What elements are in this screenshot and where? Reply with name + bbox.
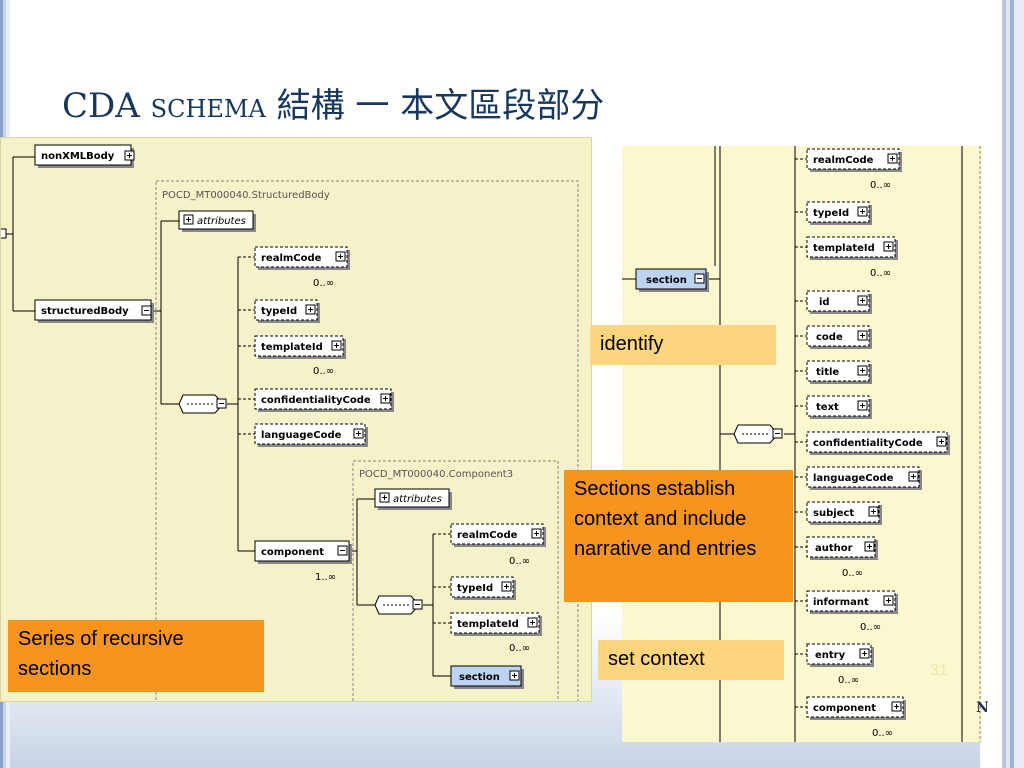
section-realmcode-label: realmCode xyxy=(813,155,874,166)
section-languagecode-label: languageCode xyxy=(813,473,894,484)
section-realmcode-cardinality: 0..∞ xyxy=(870,180,891,191)
section-label: section xyxy=(646,275,687,286)
component-templateid-label: templateId xyxy=(457,619,519,630)
section-author-label: author xyxy=(815,543,853,554)
element-section[interactable]: section xyxy=(635,268,709,292)
section-typeid-label: typeId xyxy=(813,208,849,219)
section-author-cardinality: 0..∞ xyxy=(842,568,863,579)
element-typeid[interactable]: typeId xyxy=(254,299,320,323)
callout-sections-establish: Sections establish context and include n… xyxy=(564,470,793,602)
section-sequence-icon[interactable] xyxy=(733,424,783,444)
component-attributes-group[interactable]: attributes xyxy=(374,488,452,510)
section-element-confidentialitycode[interactable]: confidentialityCode xyxy=(806,431,950,455)
section-title-label: title xyxy=(816,367,839,378)
element-languagecode[interactable]: languageCode xyxy=(254,423,368,447)
page-number: 31 xyxy=(930,662,948,679)
section-element-text[interactable]: text xyxy=(806,395,872,419)
section-entry-label: entry xyxy=(815,650,846,661)
component-realmcode-label: realmCode xyxy=(457,530,518,541)
confidentialitycode-label: confidentialityCode xyxy=(261,395,371,406)
element-structuredbody[interactable]: structuredBody xyxy=(34,299,154,323)
section-element-informant[interactable]: informant 0..∞ xyxy=(806,590,898,633)
sequence-compositor-icon[interactable] xyxy=(178,394,227,414)
attributes-label: attributes xyxy=(197,216,246,227)
callout-identify: identify xyxy=(590,325,776,365)
component-element-typeid[interactable]: typeId xyxy=(450,576,516,600)
title-main: CDA xyxy=(62,86,151,126)
section-element-component[interactable]: component 0..∞ xyxy=(806,696,906,739)
section-element-subject[interactable]: subject xyxy=(806,501,882,525)
title-small: SCHEMA xyxy=(150,95,266,123)
corner-logo-mark: N xyxy=(976,700,989,716)
section-element-author[interactable]: author 0..∞ xyxy=(806,536,878,579)
nonxmlbody-label: nonXMLBody xyxy=(41,151,115,162)
section-confidentialitycode-label: confidentialityCode xyxy=(813,438,923,449)
section-element-title[interactable]: title xyxy=(806,360,872,384)
typeid-label: typeId xyxy=(261,306,297,317)
section-svg: section realmCode 0..∞ typeId templateId… xyxy=(622,146,981,742)
component-attributes-label: attributes xyxy=(393,494,442,505)
section-element-code[interactable]: code xyxy=(806,325,872,349)
component-realmcode-cardinality: 0..∞ xyxy=(509,556,530,567)
section-subject-label: subject xyxy=(813,508,854,519)
section-element-id[interactable]: id xyxy=(806,290,872,314)
templateid-cardinality: 0..∞ xyxy=(313,366,334,377)
callout-recursive-sections: Series of recursive sections xyxy=(8,620,264,692)
structured-body-diagram: nonXMLBody POCD_MT000040.StructuredBody … xyxy=(0,137,592,702)
callout-set-context: set context xyxy=(598,640,784,680)
component-section-label: section xyxy=(459,672,500,683)
section-entry-cardinality: 0..∞ xyxy=(838,675,859,686)
section-code-label: code xyxy=(816,332,843,343)
section-id-label: id xyxy=(819,297,830,308)
section-element-languagecode[interactable]: languageCode xyxy=(806,466,922,490)
section-informant-label: informant xyxy=(813,597,869,608)
component-element-templateid[interactable]: templateId 0..∞ xyxy=(450,612,542,654)
component-typeid-label: typeId xyxy=(457,583,493,594)
languagecode-label: languageCode xyxy=(261,430,342,441)
attributes-group[interactable]: attributes xyxy=(178,210,256,232)
right-decorative-stripe xyxy=(980,0,1024,768)
element-component[interactable]: component 1..∞ xyxy=(254,540,352,583)
element-realmcode[interactable]: realmCode 0..∞ xyxy=(254,246,350,289)
component-element-section[interactable]: section xyxy=(450,665,524,689)
section-informant-cardinality: 0..∞ xyxy=(860,622,881,633)
component-cardinality: 1..∞ xyxy=(315,572,336,583)
title-cjk: 結構 一 本文區段部分 xyxy=(265,86,605,126)
component-sequence-icon[interactable] xyxy=(374,595,423,615)
realmcode-label: realmCode xyxy=(261,253,322,264)
templateid-label: templateId xyxy=(261,342,323,353)
component-label: component xyxy=(261,547,324,558)
section-templateid-cardinality: 0..∞ xyxy=(870,268,891,279)
structuredbody-type-label: POCD_MT000040.StructuredBody xyxy=(162,190,330,201)
section-element-typeid[interactable]: typeId xyxy=(806,201,872,225)
structured-body-svg: nonXMLBody POCD_MT000040.StructuredBody … xyxy=(1,144,579,701)
element-templateid[interactable]: templateId 0..∞ xyxy=(254,335,346,377)
component-templateid-cardinality: 0..∞ xyxy=(509,643,530,654)
element-confidentialitycode[interactable]: confidentialityCode xyxy=(254,388,394,412)
section-component-label: component xyxy=(813,703,876,714)
section-component-cardinality: 0..∞ xyxy=(872,728,893,739)
root-expand-icon[interactable] xyxy=(1,228,7,239)
component-type-label: POCD_MT000040.Component3 xyxy=(359,469,513,480)
section-templateid-label: templateId xyxy=(813,243,875,254)
component-element-realmcode[interactable]: realmCode 0..∞ xyxy=(450,523,546,567)
section-element-templateid[interactable]: templateId 0..∞ xyxy=(806,236,898,279)
section-element-entry[interactable]: entry 0..∞ xyxy=(806,643,874,686)
structuredbody-label: structuredBody xyxy=(41,306,129,317)
element-nonxmlbody[interactable]: nonXMLBody xyxy=(34,144,135,168)
slide-title: CDA SCHEMA 結構 一 本文區段部分 xyxy=(62,78,604,127)
realmcode-cardinality: 0..∞ xyxy=(313,278,334,289)
section-text-label: text xyxy=(816,402,839,413)
section-element-realmcode[interactable]: realmCode 0..∞ xyxy=(806,148,902,191)
